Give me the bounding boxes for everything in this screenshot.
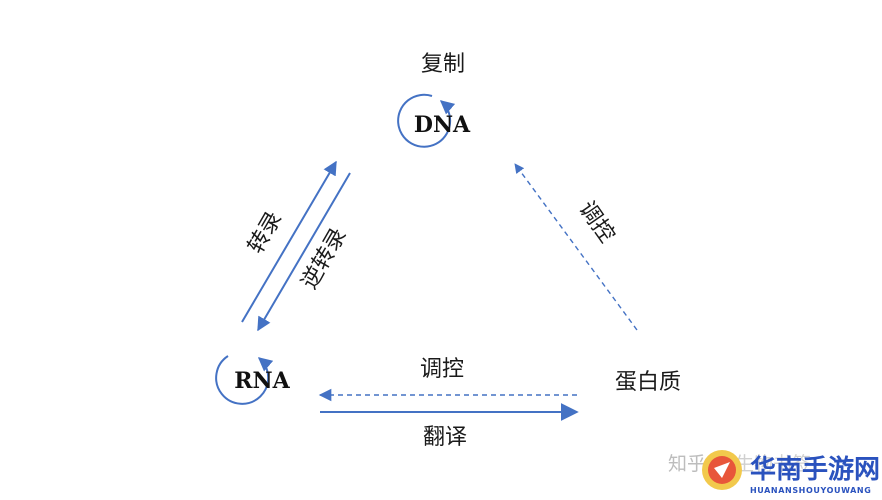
translation-label: 翻译 [423, 425, 467, 450]
brand-sub-watermark: HUANANSHOUYOUWANG [750, 486, 871, 495]
dna-node: DNA [414, 112, 471, 138]
rna-replication-cycle-arrow [215, 355, 274, 405]
regulation-dna-arrow [514, 163, 638, 331]
brand-watermark: 华南手游网 [750, 454, 880, 485]
replication-cycle-arrow [397, 93, 456, 148]
zhihu-watermark: 知乎 [668, 453, 706, 475]
transcription-arrow [257, 172, 351, 332]
transcription-label: 转录 [244, 207, 288, 258]
reverse-transcription-arrow [241, 160, 337, 323]
regulation-rna-label: 调控 [420, 357, 464, 382]
protein-node: 蛋白质 [615, 370, 681, 395]
replication-label: 复制 [421, 52, 465, 77]
rna-node: RNA [234, 368, 290, 394]
regulation-dna-label: 调控 [573, 197, 619, 247]
reverse-transcription-label: 逆转录 [297, 224, 352, 294]
brand-logo-icon [702, 450, 742, 490]
